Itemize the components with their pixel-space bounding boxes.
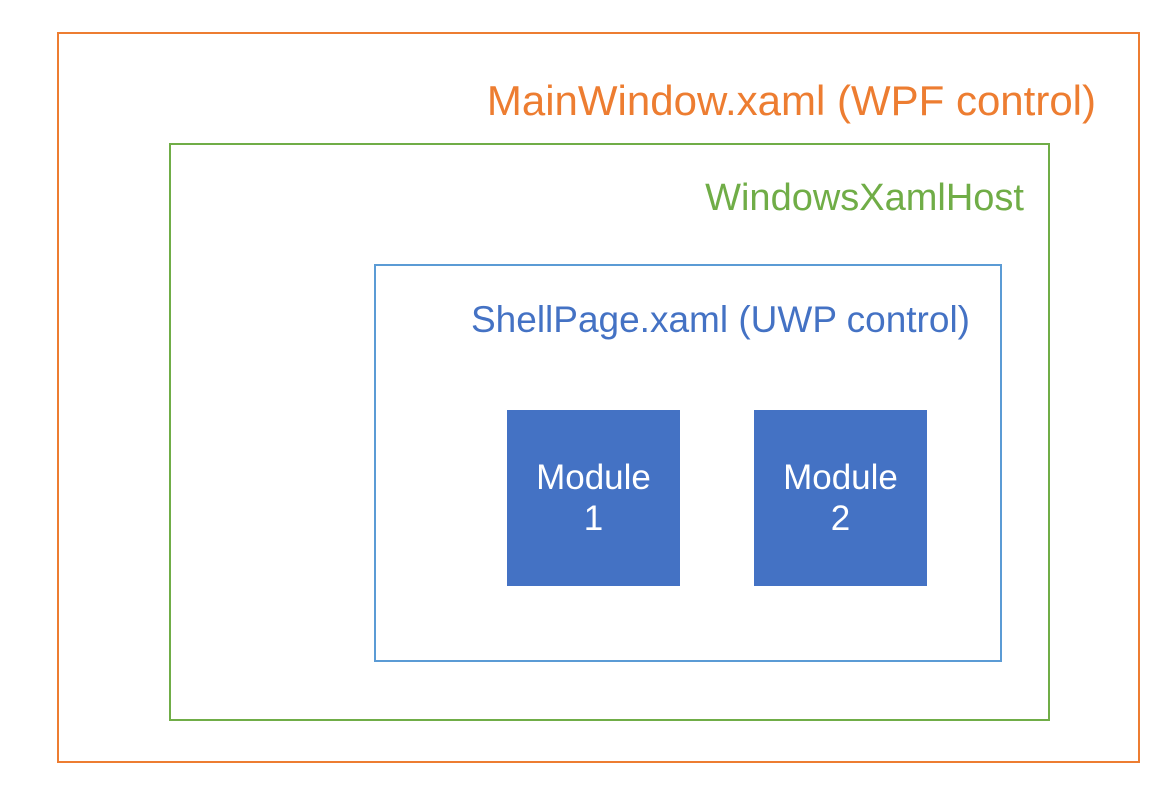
layer-windowsxamlhost-label: WindowsXamlHost xyxy=(705,177,1024,219)
module-2-index: 2 xyxy=(830,499,851,538)
module-row: Module 1 Module 2 xyxy=(376,266,1000,660)
module-1-index: 1 xyxy=(583,499,604,538)
module-box-1[interactable]: Module 1 xyxy=(507,410,680,586)
module-box-2[interactable]: Module 2 xyxy=(754,410,927,586)
module-1-title: Module xyxy=(536,457,651,497)
layer-shellpage-label: ShellPage.xaml (UWP control) xyxy=(471,299,970,340)
layer-mainwindow-label: MainWindow.xaml (WPF control) xyxy=(486,77,1096,124)
layer-mainwindow-box: MainWindow.xaml (WPF control) WindowsXam… xyxy=(57,32,1140,763)
layer-shellpage-box: ShellPage.xaml (UWP control) Module 1 Mo… xyxy=(374,264,1002,662)
layer-windowsxamlhost-box: WindowsXamlHost ShellPage.xaml (UWP cont… xyxy=(169,143,1050,721)
module-2-title: Module xyxy=(783,457,898,497)
